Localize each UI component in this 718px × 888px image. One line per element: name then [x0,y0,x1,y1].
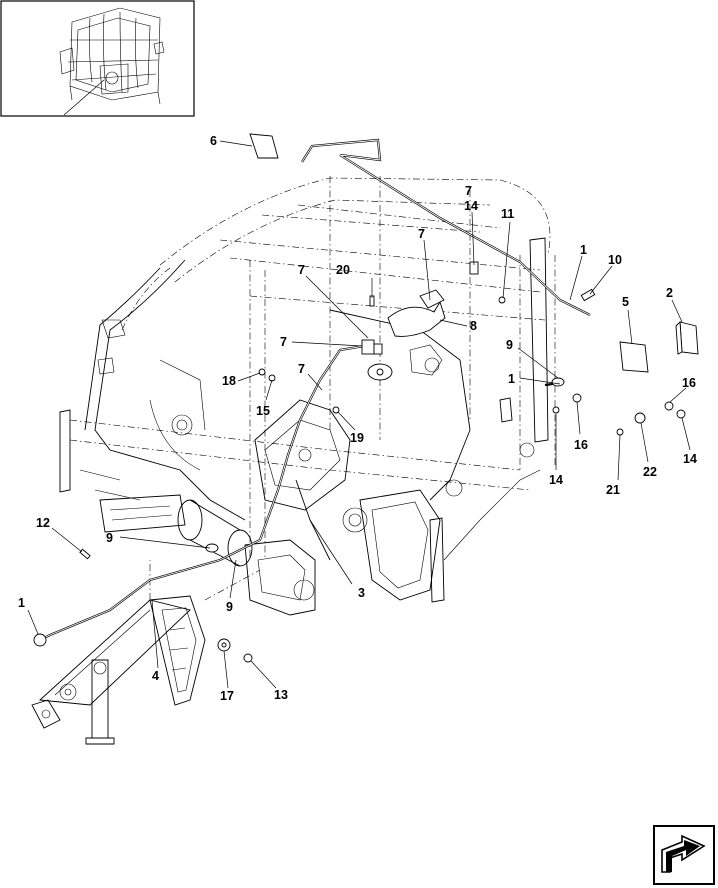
callout-12: 12 [36,516,50,530]
callout-1: 1 [18,596,25,610]
callout-16: 16 [682,376,696,390]
callout-5: 5 [622,295,629,309]
callout-9: 9 [106,531,113,545]
part-block-2 [679,321,699,355]
callout-6: 6 [210,134,217,148]
callout-1: 1 [580,243,587,257]
callouts: 6 7 14 11 7 1 10 2 7 20 5 8 7 9 7 18 1 1… [18,134,697,703]
locator-inset [0,0,195,117]
baler-frame [31,176,556,745]
callout-7: 7 [465,184,472,198]
callout-18: 18 [222,374,236,388]
callout-9: 9 [506,338,513,352]
callout-2: 2 [666,286,673,300]
callout-14: 14 [683,452,697,466]
arrow-bend-icon[interactable] [653,825,715,885]
callout-14: 14 [549,473,563,487]
part-clamp-8 [387,300,446,337]
callout-7: 7 [280,335,287,349]
callout-19: 19 [350,431,364,445]
parts [33,133,699,663]
callout-22: 22 [643,465,657,479]
callout-14: 14 [464,199,478,213]
callout-16: 16 [574,438,588,452]
callout-17: 17 [220,689,234,703]
callout-11: 11 [501,207,514,221]
callout-8: 8 [470,319,477,333]
callout-7: 7 [298,263,305,277]
callout-3: 3 [358,586,365,600]
leader-lines [27,140,691,689]
callout-1: 1 [508,372,515,386]
callout-7: 7 [298,362,305,376]
callout-10: 10 [608,253,622,267]
callout-4: 4 [152,669,159,683]
callout-13: 13 [274,688,288,702]
callout-9: 9 [226,600,233,614]
callout-21: 21 [606,483,620,497]
callout-15: 15 [256,404,270,418]
callout-20: 20 [336,263,350,277]
callout-7: 7 [418,227,425,241]
part-bracket-6 [249,133,279,159]
part-plate-5 [619,341,649,373]
